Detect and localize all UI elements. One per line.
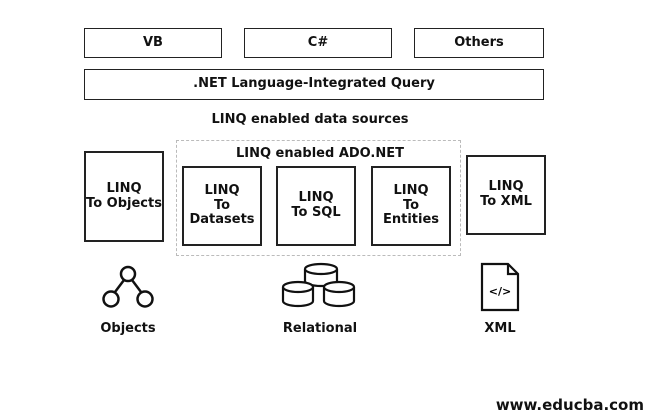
objects-label: Objects: [100, 321, 156, 336]
linq-to-sql-line2: To SQL: [291, 205, 341, 220]
xml-label: XML: [484, 321, 516, 336]
linq-to-sql-box: LINQ To SQL: [276, 166, 356, 246]
linq-query-label: .NET Language-Integrated Query: [193, 76, 435, 92]
linq-to-objects-line1: LINQ: [106, 180, 142, 196]
linq-to-entities-line1: LINQ: [393, 182, 429, 198]
linq-to-objects-line2: To Objects: [86, 195, 162, 211]
linq-to-datasets-box: LINQ To Datasets: [182, 166, 262, 246]
linq-to-objects-box: LINQ To Objects: [84, 151, 164, 242]
linq-to-datasets-line2: To Datasets: [189, 197, 255, 228]
linq-to-xml-box: LINQ To XML: [466, 155, 546, 235]
xml-icon-text: </>: [489, 285, 511, 298]
linq-to-sql-line1: LINQ: [298, 190, 334, 206]
csharp-box: C#: [244, 28, 392, 58]
object-tree-icon: [102, 265, 154, 308]
linq-to-entities-line2: To Entities: [382, 197, 440, 228]
linq-to-xml-line2: To XML: [480, 194, 532, 209]
ado-net-frame: [176, 140, 461, 256]
csharp-label: C#: [307, 34, 329, 50]
others-box: Others: [414, 28, 544, 58]
linq-enabled-data-sources-label: LINQ enabled data sources: [211, 112, 409, 127]
vb-label: VB: [143, 34, 163, 50]
linq-to-datasets-line1: LINQ: [204, 182, 240, 198]
others-label: Others: [454, 34, 504, 50]
linq-to-xml-line1: LINQ: [488, 179, 524, 195]
database-icon: [281, 262, 356, 308]
linq-to-entities-box: LINQ To Entities: [371, 166, 451, 246]
xml-file-icon: </>: [480, 262, 520, 312]
linq-enabled-ado-net-label: LINQ enabled ADO.NET: [235, 146, 405, 161]
relational-label: Relational: [282, 321, 358, 336]
watermark: www.educba.com: [495, 396, 644, 414]
linq-query-bar: .NET Language-Integrated Query: [84, 69, 544, 100]
vb-box: VB: [84, 28, 222, 58]
